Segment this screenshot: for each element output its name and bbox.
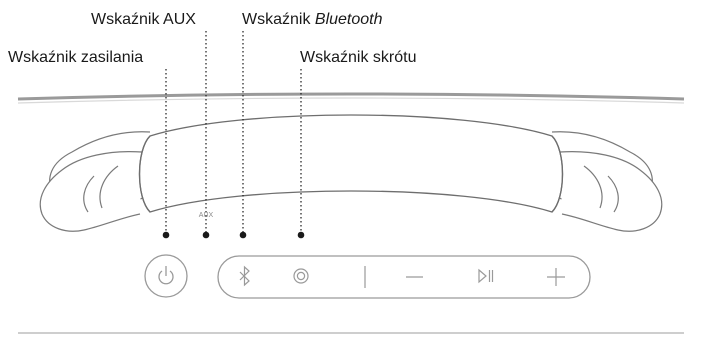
bluetooth-label-word: Bluetooth: [314, 11, 383, 28]
bluetooth-indicator-dot: [239, 231, 247, 239]
bluetooth-button[interactable]: [239, 265, 250, 287]
volume-up-button[interactable]: [547, 268, 565, 286]
bluetooth-label-prefix: Wskaźnik: [242, 11, 315, 28]
right-strap: [551, 131, 663, 232]
speaker-handle: [138, 114, 564, 213]
left-strap: [39, 131, 151, 232]
bluetooth-indicator-label: Wskaźnik Bluetooth: [242, 11, 383, 29]
shortcut-indicator-dot: [297, 231, 305, 239]
aux-indicator-dot: [202, 231, 210, 239]
shortcut-icon: [293, 268, 309, 284]
bluetooth-icon: [239, 265, 250, 287]
speaker-top-edge: [17, 92, 685, 101]
control-panel: [217, 255, 591, 299]
shortcut-button[interactable]: [293, 268, 309, 284]
aux-indicator-label: Wskaźnik AUX: [91, 11, 196, 28]
shortcut-indicator-label: Wskaźnik skrótu: [300, 49, 417, 66]
play-pause-button[interactable]: [478, 268, 494, 284]
power-icon: [158, 266, 174, 285]
power-indicator-dot: [162, 231, 170, 239]
play-pause-icon: [478, 268, 494, 284]
plus-icon: [547, 268, 565, 286]
power-button[interactable]: [144, 254, 188, 298]
aux-device-label: AUX: [199, 212, 214, 219]
power-indicator-label: Wskaźnik zasilania: [8, 49, 144, 66]
